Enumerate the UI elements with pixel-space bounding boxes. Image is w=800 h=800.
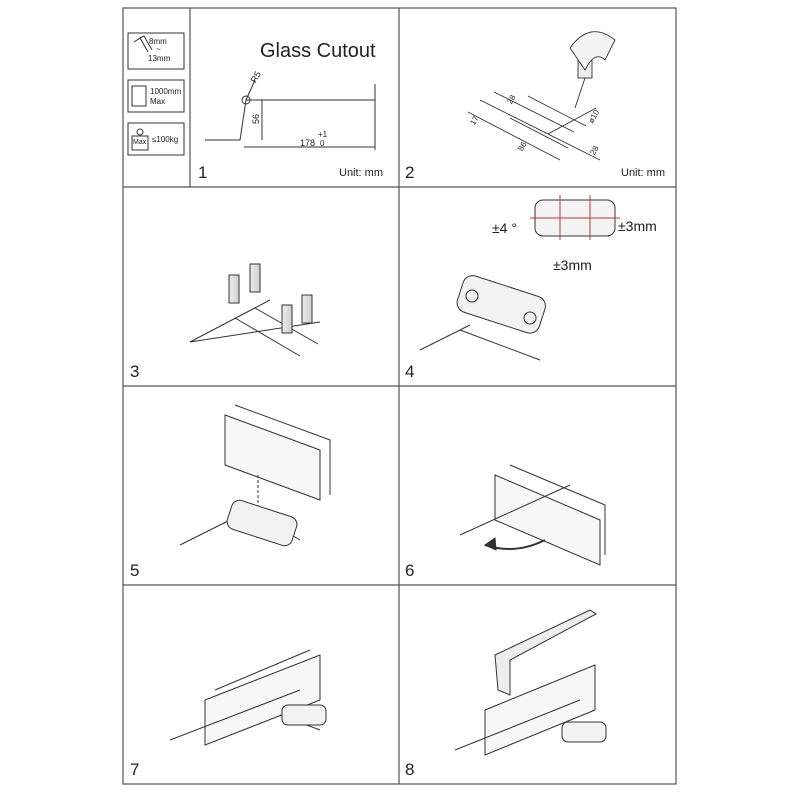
width-icon: [127, 79, 185, 113]
spec-weight-value: ≤100kg: [152, 135, 179, 144]
panel-number-4: 4: [405, 362, 415, 381]
cutout-length: 178: [300, 138, 316, 148]
panel-grid: [122, 7, 677, 785]
spec-width-bottom: Max: [150, 97, 166, 106]
drill-drawing: [467, 31, 616, 161]
panel-number-6: 6: [405, 561, 415, 580]
panel-number-2: 2: [405, 163, 415, 182]
fitting-drawing-5: [179, 404, 331, 547]
cutout-tol-plus: +1: [318, 130, 328, 139]
fitting-drawing-7: [169, 649, 327, 746]
fitting-drawing-8: [454, 609, 607, 756]
spec-width-top: 1000mm: [150, 87, 182, 96]
panel-number-3: 3: [130, 362, 140, 381]
drill-unit: Unit: mm: [621, 167, 665, 179]
panel-number-7: 7: [130, 760, 140, 779]
adjust-angle: ±4 °: [492, 220, 517, 236]
panel-number-1: 1: [198, 163, 208, 182]
spec-weight-badge: Max: [133, 139, 147, 146]
spec-thickness-bottom: 13mm: [148, 54, 171, 63]
spec-thickness-dash: ~: [156, 45, 161, 54]
anchor-drawing: [189, 263, 321, 357]
panel-number-8: 8: [405, 760, 415, 779]
cutout-tol-minus: 0: [320, 139, 325, 148]
cutout-title: Glass Cutout: [260, 40, 376, 62]
adjust-shift-y: ±3mm: [553, 257, 592, 273]
spec-thickness-top: 8mm: [149, 37, 167, 46]
cutout-height: 56: [251, 113, 262, 125]
fitting-drawing-6: [459, 464, 606, 566]
panel-number-5: 5: [130, 561, 140, 580]
cutout-drawing: [205, 79, 376, 150]
thickness-icon: [127, 32, 185, 70]
adjust-shift-x: ±3mm: [618, 218, 657, 234]
weight-icon: [127, 122, 185, 156]
plate-drawing: [419, 195, 620, 361]
cutout-unit: Unit: mm: [339, 167, 383, 179]
